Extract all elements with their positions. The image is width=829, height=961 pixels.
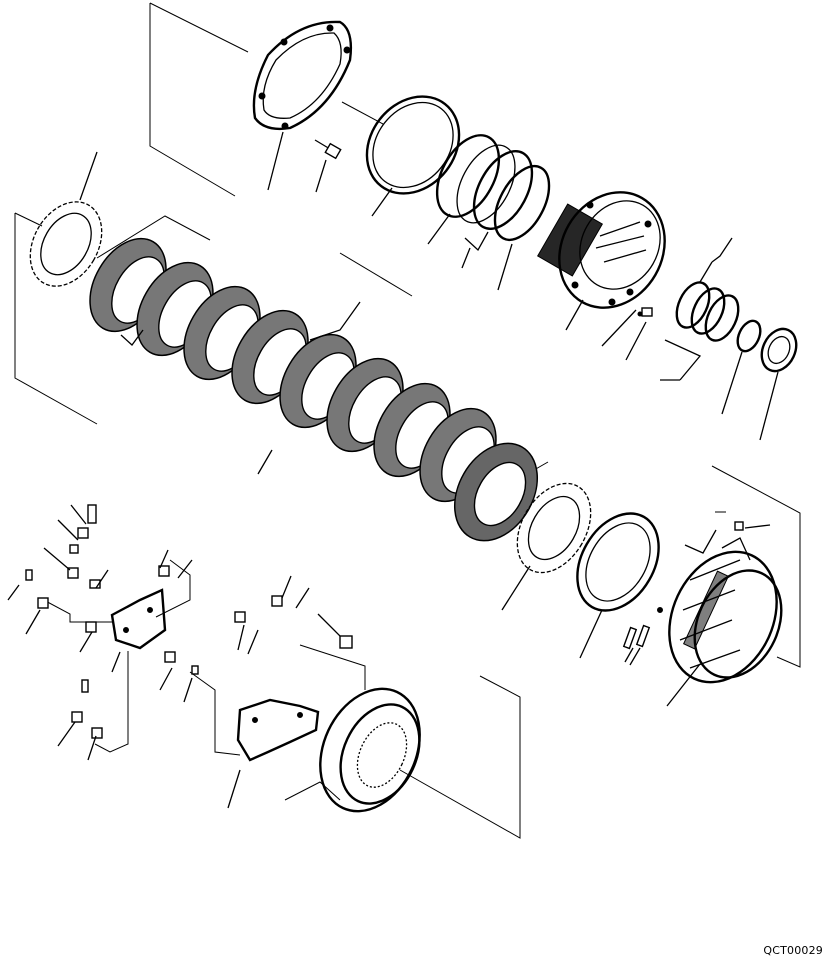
bolts-and-washers xyxy=(25,504,353,739)
friction-disc-7 xyxy=(373,382,451,478)
hub-bolt xyxy=(637,307,653,317)
friction-disc-9 xyxy=(453,442,539,542)
separator-plate-last xyxy=(516,482,592,574)
leader-lines xyxy=(7,131,779,809)
separator-plate-first xyxy=(29,201,103,287)
seal-set xyxy=(675,281,798,373)
housing xyxy=(668,550,783,684)
cover-bolt xyxy=(314,139,342,160)
friction-disc-2 xyxy=(136,261,214,357)
piston-seals xyxy=(435,134,551,241)
assembly-guide-lines xyxy=(14,2,801,839)
bracket-lower xyxy=(236,698,320,762)
o-ring-large xyxy=(365,95,461,195)
disc-pack xyxy=(29,201,660,612)
end-plate xyxy=(576,512,660,612)
drawing-code: QCT00029 xyxy=(763,944,823,957)
bracket-left xyxy=(110,588,167,650)
housing-bolts xyxy=(622,521,744,650)
hub-gear xyxy=(319,687,421,813)
hub-carrier xyxy=(536,191,666,309)
cover-plate xyxy=(252,20,353,131)
